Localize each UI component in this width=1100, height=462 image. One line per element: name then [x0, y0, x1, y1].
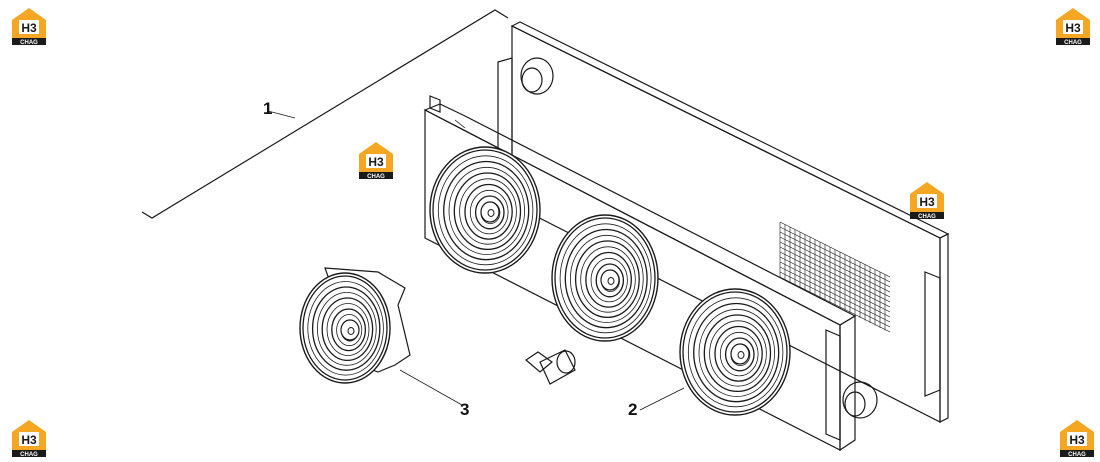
svg-text:CHAG: CHAG	[20, 40, 38, 46]
hose-fitting	[525, 349, 576, 385]
shroud-fan-right	[679, 288, 791, 416]
callout-1-label: 1	[263, 99, 273, 118]
fan-motor-rotor	[299, 272, 391, 384]
svg-text:CHAG: CHAG	[1064, 40, 1082, 46]
callout-3-leader	[399, 369, 463, 406]
callout-2-leader	[639, 387, 685, 411]
svg-text:H3: H3	[368, 155, 384, 169]
fan-motor-assembly	[299, 267, 411, 384]
fan-shroud	[423, 95, 857, 452]
svg-text:H3: H3	[21, 21, 37, 35]
callout-2-label: 2	[628, 400, 638, 419]
radiator-core	[497, 21, 950, 423]
svg-text:H3: H3	[21, 433, 37, 447]
svg-text:CHAG: CHAG	[20, 452, 38, 458]
svg-text:H3: H3	[919, 195, 935, 209]
radiator-fins	[779, 221, 891, 333]
callout-1-bracket	[141, 9, 509, 219]
shroud-fan-center	[551, 214, 659, 342]
svg-text:H3: H3	[1065, 21, 1081, 35]
callout-3-label: 3	[460, 400, 470, 419]
svg-text:CHAG: CHAG	[367, 174, 385, 180]
svg-text:CHAG: CHAG	[1068, 452, 1086, 458]
svg-text:CHAG: CHAG	[918, 214, 936, 220]
shroud-fan-left	[429, 146, 541, 274]
svg-text:H3: H3	[1069, 433, 1085, 447]
